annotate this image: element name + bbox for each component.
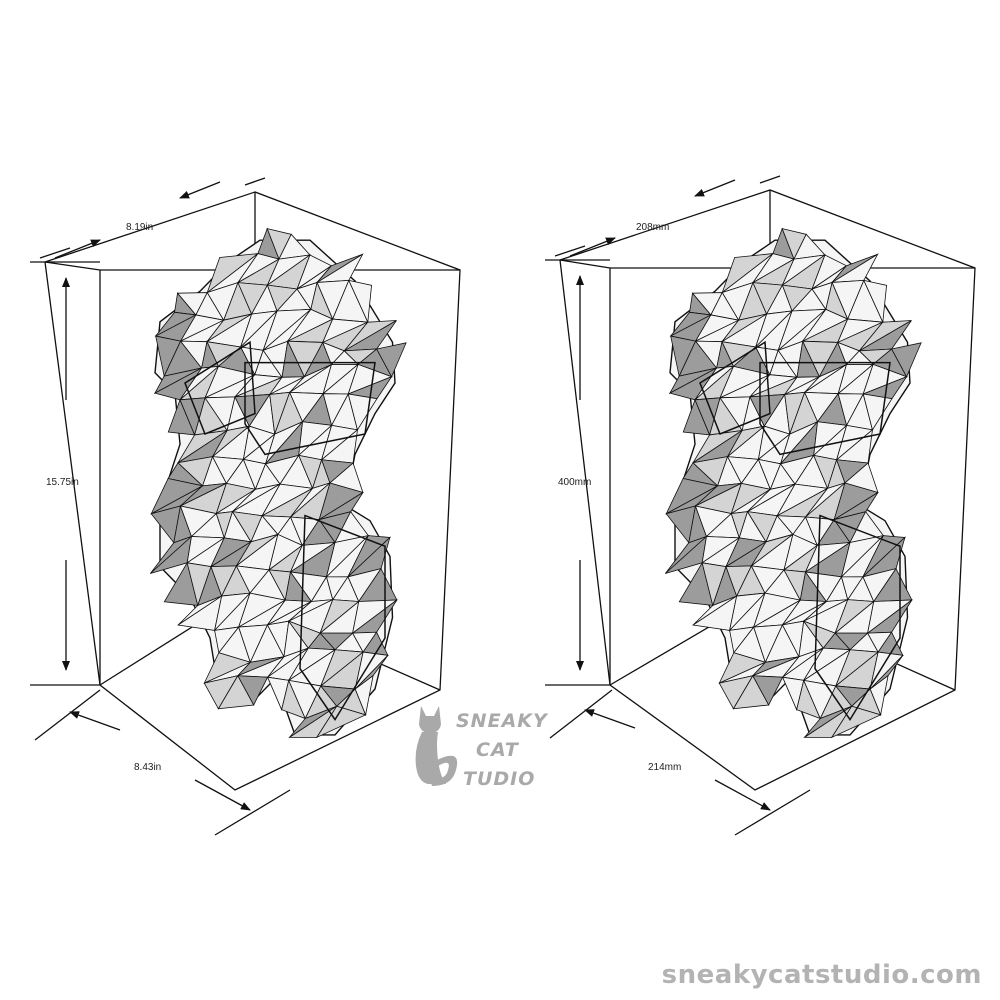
chest-contour	[759, 361, 891, 456]
mesh-facet	[863, 279, 888, 324]
mesh-facet	[237, 675, 269, 706]
width-label: 214mm	[648, 762, 681, 773]
torso-mesh	[665, 227, 922, 739]
mesh-facet	[891, 342, 922, 378]
sneaky-cat-studio-logo: SNEAKY CAT TUDIO	[415, 706, 549, 790]
chest-contour	[184, 340, 256, 435]
mesh-facet	[869, 674, 889, 717]
logo-line-3: TUDIO	[463, 768, 535, 790]
cat-silhouette-icon	[415, 706, 458, 786]
logo-line-2: CAT	[476, 739, 520, 761]
website-watermark: sneakycatstudio.com	[661, 960, 982, 990]
height-label: 400mm	[558, 477, 591, 488]
hip-contour	[299, 514, 386, 721]
torso-mesh	[150, 227, 407, 739]
depth-label: 208mm	[636, 222, 669, 233]
chest-contour	[699, 340, 771, 435]
logo-line-1: SNEAKY	[456, 710, 549, 732]
view-metric: 208mm 400mm 214mm	[545, 175, 976, 836]
height-label: 15.75in	[46, 477, 79, 488]
view-imperial: 8.19in 15.75in 8.43in	[30, 177, 461, 836]
width-dimension	[549, 689, 811, 836]
depth-dimension	[554, 175, 781, 257]
depth-dimension	[39, 177, 266, 259]
mesh-facet	[348, 279, 373, 324]
chest-contour	[244, 361, 376, 456]
mesh-facet	[315, 705, 367, 739]
width-dimension	[34, 689, 291, 836]
mesh-facet	[830, 705, 882, 739]
width-label: 8.43in	[134, 762, 161, 773]
depth-label: 8.19in	[126, 222, 153, 233]
mesh-facet	[752, 675, 784, 706]
mesh-facet	[376, 342, 407, 378]
hip-contour	[814, 514, 901, 721]
mesh-facet	[354, 674, 374, 717]
height-dimension	[545, 259, 610, 686]
height-dimension	[30, 261, 100, 686]
